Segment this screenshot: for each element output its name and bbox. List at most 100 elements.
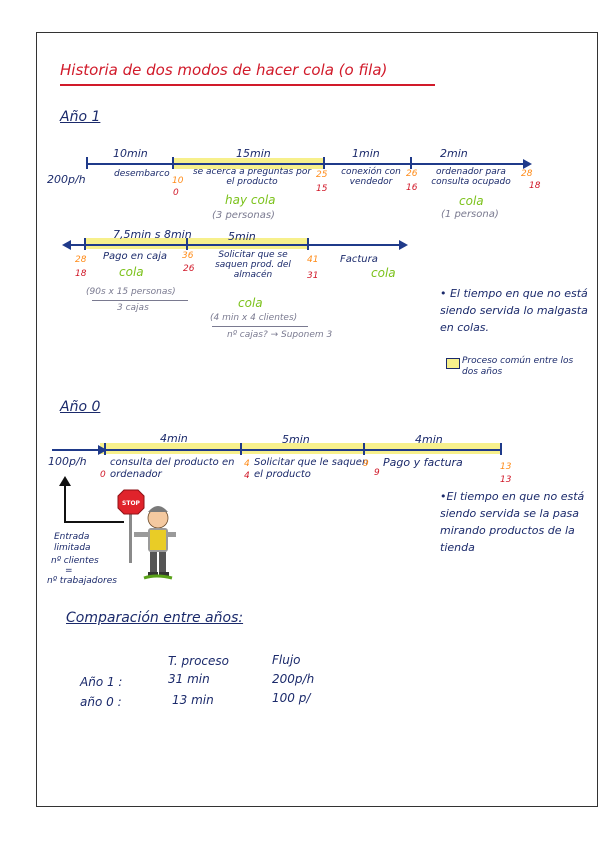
stop-text: STOP — [122, 500, 141, 507]
comparison-row-1-flow: 200p/h — [272, 672, 315, 686]
tick — [307, 238, 309, 250]
entry-arrow-up-icon — [59, 476, 71, 486]
year0-duration-2: 5min — [282, 433, 310, 446]
year1-queue-1-note: (3 personas) — [212, 210, 275, 221]
comparison-row-2-label: año 0 : — [80, 695, 122, 709]
worker-hat — [148, 506, 168, 512]
fraction-line — [92, 300, 188, 301]
year1-calc-1b: 3 cajas — [117, 303, 149, 313]
worker-boot — [148, 572, 158, 576]
comparison-row-1-label: Año 1 : — [80, 675, 123, 689]
stop-pole — [129, 508, 132, 563]
year1-step-4: ordenador para consulta ocupado — [431, 167, 511, 187]
year1-duration-4: 2min — [440, 147, 468, 160]
year0-time-orange-1: 4 — [244, 459, 250, 469]
year1-row2-arrow-icon — [399, 240, 408, 250]
tick — [104, 443, 106, 455]
worker-boot — [159, 572, 169, 576]
year1-duration-3: 1min — [352, 147, 380, 160]
tick — [363, 443, 365, 455]
stop-worker-illustration: STOP — [117, 489, 176, 580]
tick — [410, 157, 412, 169]
year1-flow-in: 200p/h — [47, 173, 86, 186]
entry-arrow-shaft — [64, 485, 66, 523]
year1-time-orange-4: 28 — [521, 169, 533, 179]
year0-duration-1: 4min — [160, 432, 188, 445]
year0-entry-arrow-icon — [98, 445, 107, 455]
year0-axis — [104, 449, 501, 451]
year1-row1-axis — [86, 163, 526, 165]
year1-row2-step-3: Factura — [340, 254, 378, 265]
year1-row2-queue-2: cola — [238, 296, 263, 310]
comparison-row-2-process: 13 min — [172, 693, 214, 707]
worker-vest — [150, 530, 166, 550]
year0-step-1: consulta del producto en ordenador — [110, 457, 235, 480]
year1-note: • El tiempo en que no está siendo servid… — [440, 287, 588, 334]
year1-row2-time-red-2: 26 — [183, 264, 195, 274]
comparison-heading: Comparación entre años: — [66, 610, 244, 626]
year1-step-2: se acerca a preguntas por el producto — [192, 167, 312, 187]
year1-row2-queue-1: cola — [119, 265, 144, 279]
year0-time-orange-2: 9 — [363, 459, 369, 469]
year1-row2-highlight — [84, 238, 307, 249]
tick — [323, 157, 325, 169]
year1-time-orange-3: 26 — [406, 169, 418, 179]
year1-time-red-4: 18 — [529, 181, 541, 191]
worker-leg — [159, 552, 166, 572]
year1-row1-arrow-icon — [523, 159, 532, 169]
comparison-row-2-flow: 100 p/ — [272, 691, 311, 705]
year1-queue-1: hay cola — [225, 193, 276, 207]
legend-label: Proceso común entre los dos años — [462, 356, 574, 377]
year1-row2-step-1: Pago en caja — [103, 251, 168, 262]
year1-calc-2: (4 min x 4 clientes) — [210, 313, 298, 323]
year0-time-red-1: 0 — [100, 470, 106, 480]
stop-sign-icon — [117, 489, 145, 515]
page-title: Historia de dos modos de hacer cola (o f… — [60, 61, 388, 79]
tick — [172, 157, 174, 169]
tick — [86, 157, 88, 169]
year0-time-orange-3: 13 — [500, 462, 512, 472]
year1-row2-time-orange-3: 41 — [307, 255, 319, 265]
year1-row2-time-orange-2: 36 — [182, 251, 194, 261]
fraction-line — [212, 326, 308, 327]
year1-step-3: conexión con vendedor — [341, 167, 401, 187]
year1-duration-1: 10min — [113, 147, 148, 160]
year1-row2-time-red-3: 31 — [307, 271, 319, 281]
year0-step-2: Solicitar que le saquen el producto — [254, 457, 369, 480]
worker-arm — [134, 532, 150, 537]
worker-arm — [166, 532, 176, 537]
comparison-col-process: T. proceso — [168, 654, 230, 668]
year0-entry-axis — [52, 449, 102, 451]
entry-note-1: Entrada limitada — [54, 532, 91, 553]
entry-note-4: nº trabajadores — [47, 576, 117, 586]
year1-row2-queue-3: cola — [371, 266, 396, 280]
year0-highlight — [100, 443, 500, 454]
year0-flow-in: 100p/h — [48, 455, 87, 468]
year0-time-red-2: 4 — [244, 471, 250, 481]
year0-duration-3: 4min — [415, 433, 443, 446]
tick — [186, 238, 188, 250]
tick — [84, 238, 86, 250]
entry-arrow-base — [64, 521, 124, 523]
year1-time-red-2: 15 — [316, 184, 328, 194]
year1-row2-axis — [68, 244, 402, 246]
year1-row2-duration-1: 7,5min s 8min — [113, 228, 192, 241]
entry-note-3: = — [65, 566, 73, 576]
year0-heading: Año 0 — [60, 399, 101, 415]
year0-note: •El tiempo en que no está siendo servida… — [440, 490, 585, 554]
year1-row2-time-orange-1: 28 — [75, 255, 87, 265]
year0-step-3: Pago y factura — [383, 456, 463, 469]
year0-time-red-3: 9 — [374, 468, 380, 478]
title-underline — [60, 84, 435, 86]
grass — [143, 574, 173, 580]
entry-note-2: nº clientes — [51, 556, 99, 566]
tick — [500, 443, 502, 455]
year1-row2-arrow-left-icon — [62, 240, 71, 250]
year1-row2-step-2: Solicitar que se saquen prod. del almacé… — [215, 250, 291, 280]
year1-time-red-1: 0 — [173, 188, 179, 198]
year1-step-1: desembarco — [114, 169, 170, 179]
year1-queue-2-note: (1 persona) — [441, 209, 499, 220]
tick — [240, 443, 242, 455]
year0-time-red-4: 13 — [500, 475, 512, 485]
year1-time-orange-1: 10 — [172, 176, 184, 186]
